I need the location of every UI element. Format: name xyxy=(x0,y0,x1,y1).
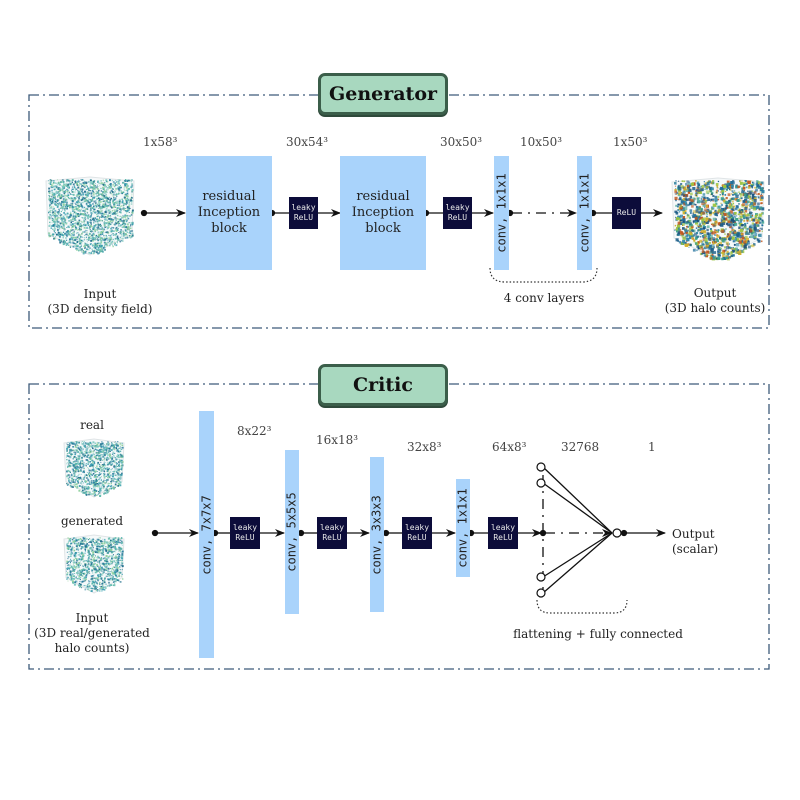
input-density-cube-icon xyxy=(45,176,135,256)
output-halo-cube-icon xyxy=(671,177,765,261)
dim-label: 8x22³ xyxy=(237,424,272,438)
fc-neurons xyxy=(536,462,622,598)
activation-text: ReLU xyxy=(493,533,513,542)
activation-text: ReLU xyxy=(235,533,255,542)
conv-layer-3x3x3: conv, 3x3x3 xyxy=(370,457,384,612)
critic-title: Critic xyxy=(318,364,448,406)
generator-output-sub: (3D halo counts) xyxy=(664,301,766,315)
critic-input-sub: halo counts) xyxy=(54,641,130,655)
conv-layer-1x1x1-first: conv, 1x1x1 xyxy=(494,156,509,270)
dim-label: 1x50³ xyxy=(613,135,648,149)
conv-group-label: 4 conv layers xyxy=(503,291,585,305)
dim-label: 10x50³ xyxy=(520,135,563,149)
conv-text: conv, 1x1x1 xyxy=(494,173,509,253)
generator-output-label: Output xyxy=(693,286,737,300)
conv-text: conv, 1x1x1 xyxy=(456,488,471,568)
generated-label: generated xyxy=(60,514,124,528)
conv-text: conv, 5x5x5 xyxy=(285,492,300,572)
activation-text: leaky xyxy=(445,203,470,212)
conv-layer-5x5x5: conv, 5x5x5 xyxy=(285,450,299,614)
activation-text: ReLU xyxy=(407,533,427,542)
real-cube-icon xyxy=(63,438,125,498)
block-text: Inception xyxy=(351,205,415,220)
dim-label: 1 xyxy=(648,440,656,454)
generated-cube-icon xyxy=(63,534,125,594)
output-neuron xyxy=(612,528,622,538)
activation-text: leaky xyxy=(291,203,316,212)
block-text: block xyxy=(211,221,247,236)
generator-input-sub: (3D density field) xyxy=(47,302,153,316)
conv-layer-1x1x1-last: conv, 1x1x1 xyxy=(577,156,592,270)
activation-text: ReLU xyxy=(322,533,342,542)
neuron-4 xyxy=(536,588,546,598)
dim-label: 16x18³ xyxy=(316,433,359,447)
conv-text: conv, 1x1x1 xyxy=(577,173,592,253)
neuron-2 xyxy=(536,478,546,488)
dim-label: 64x8³ xyxy=(492,440,527,454)
critic-input-label: Input xyxy=(75,611,109,625)
fc-bracket xyxy=(536,599,628,614)
conv-text: conv, 3x3x3 xyxy=(370,494,385,575)
critic-output-sub: (scalar) xyxy=(672,542,719,556)
activation-text: ReLU xyxy=(616,208,637,217)
block-text: block xyxy=(365,221,401,236)
fc-label: flattening + fully connected xyxy=(513,627,683,641)
dim-label: 1x58³ xyxy=(143,135,178,149)
activation-text: ReLU xyxy=(293,213,314,222)
activation-text: leaky xyxy=(404,523,430,532)
generator-input-label: Input xyxy=(83,287,117,301)
dim-label: 32x8³ xyxy=(407,440,442,454)
real-label: real xyxy=(80,418,104,432)
dim-label: 30x50³ xyxy=(440,135,483,149)
activation-text: leaky xyxy=(490,523,516,532)
generator-title: Generator xyxy=(318,73,448,115)
dim-label: 30x54³ xyxy=(286,135,329,149)
dim-label: 32768 xyxy=(561,440,600,454)
conv-group-bracket xyxy=(489,267,598,283)
critic-output-label: Output xyxy=(672,527,715,541)
block-text: residual xyxy=(356,189,410,204)
conv-layer-7x7x7: conv, 7x7x7 xyxy=(199,411,214,658)
activation-text: ReLU xyxy=(447,213,468,222)
block-text: residual xyxy=(202,189,256,204)
critic-connectors xyxy=(151,466,666,594)
neuron-1 xyxy=(536,462,546,472)
conv-text: conv, 7x7x7 xyxy=(199,494,214,575)
neuron-3 xyxy=(536,572,546,582)
critic-input-sub: (3D real/generated xyxy=(34,626,150,640)
conv-layer-1x1x1: conv, 1x1x1 xyxy=(456,479,470,577)
relu-activation: ReLU xyxy=(612,197,641,229)
activation-text: leaky xyxy=(232,523,258,532)
activation-text: leaky xyxy=(319,523,345,532)
block-text: Inception xyxy=(197,205,261,220)
